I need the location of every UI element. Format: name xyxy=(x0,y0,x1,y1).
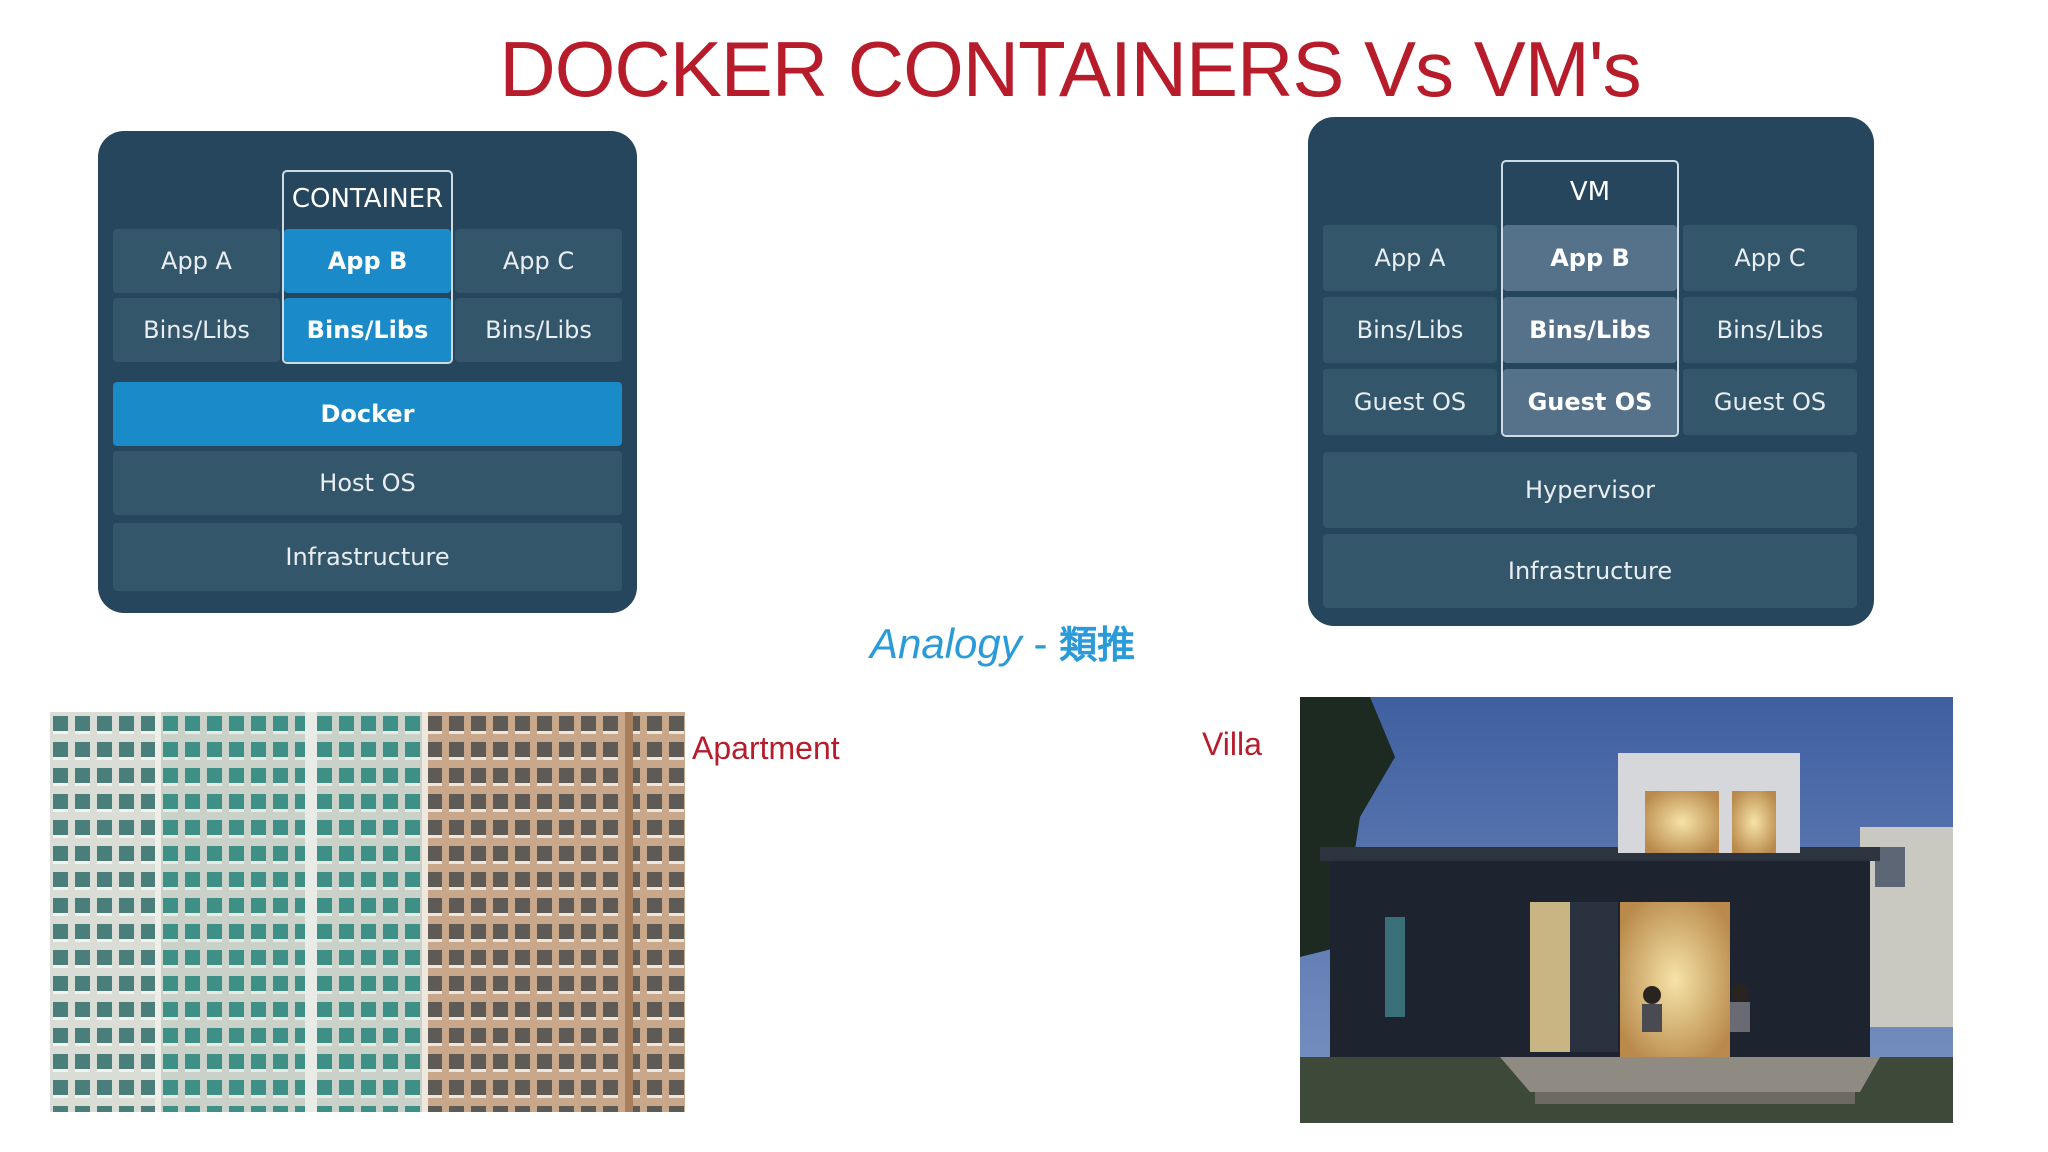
apartment-photo xyxy=(50,712,685,1112)
docker-app-a: App A xyxy=(113,229,280,293)
vm-infrastructure: Infrastructure xyxy=(1323,534,1857,608)
analogy-word: Analogy xyxy=(870,620,1022,667)
vm-app-c: App C xyxy=(1683,225,1857,291)
apartment-label: Apartment xyxy=(692,730,840,766)
analogy-separator: - xyxy=(1021,620,1060,667)
vm-hypervisor: Hypervisor xyxy=(1323,452,1857,528)
docker-infrastructure: Infrastructure xyxy=(113,523,622,591)
vm-guest-os-a: Guest OS xyxy=(1323,369,1497,435)
docker-app-b: App B xyxy=(284,229,451,293)
docker-layer: Docker xyxy=(113,382,622,446)
analogy-heading: Analogy - 類推 xyxy=(870,614,1135,669)
docker-bins-a: Bins/Libs xyxy=(113,298,280,362)
docker-bins-c: Bins/Libs xyxy=(455,298,622,362)
page-title: DOCKER CONTAINERS Vs VM's xyxy=(499,25,1641,113)
container-header: CONTAINER xyxy=(284,172,451,226)
docker-diagram: CONTAINER App A App B App C Bins/Libs Bi… xyxy=(98,131,637,613)
docker-bins-b: Bins/Libs xyxy=(284,298,451,362)
vm-app-b: App B xyxy=(1503,225,1677,291)
analogy-chinese: 類推 xyxy=(1059,625,1136,667)
vm-header: VM xyxy=(1503,162,1677,222)
villa-label: Villa xyxy=(1202,726,1262,762)
villa-illustration xyxy=(1300,697,1953,1123)
villa-photo xyxy=(1300,697,1953,1123)
vm-guest-os-c: Guest OS xyxy=(1683,369,1857,435)
vm-bins-c: Bins/Libs xyxy=(1683,297,1857,363)
vm-bins-b: Bins/Libs xyxy=(1503,297,1677,363)
docker-app-c: App C xyxy=(455,229,622,293)
vm-app-a: App A xyxy=(1323,225,1497,291)
vm-guest-os-b: Guest OS xyxy=(1503,369,1677,435)
apartment-illustration xyxy=(50,712,685,1112)
vm-diagram: VM App A App B App C Bins/Libs Bins/Libs… xyxy=(1308,117,1874,626)
vm-bins-a: Bins/Libs xyxy=(1323,297,1497,363)
docker-host-os: Host OS xyxy=(113,451,622,515)
